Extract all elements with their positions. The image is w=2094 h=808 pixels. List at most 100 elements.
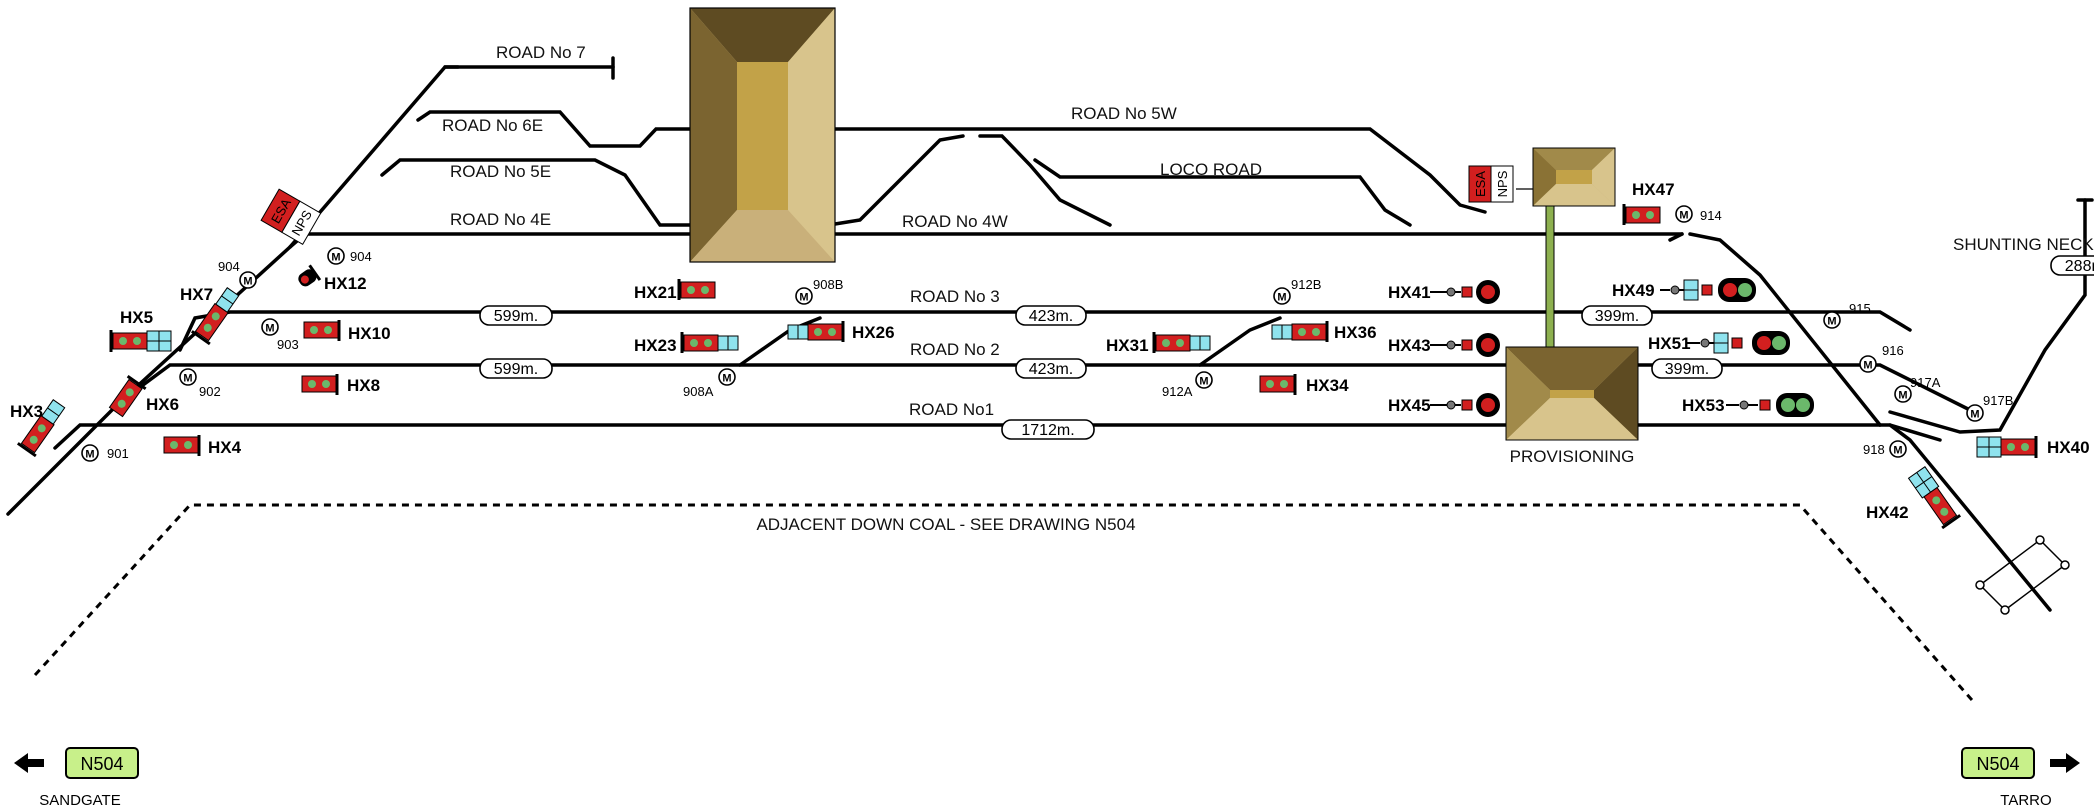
hx51-label: HX51 [1648, 334, 1691, 353]
road-4w-label: ROAD No 4W [902, 212, 1008, 231]
point-motor-904b[interactable] [327, 247, 345, 265]
signal-hx45[interactable] [1430, 393, 1500, 417]
esa-label: ESA [1473, 171, 1488, 197]
signal-hx3[interactable] [16, 397, 68, 458]
point-motor-917a[interactable] [1894, 385, 1912, 403]
esa-nps-board-left: ESA NPS [260, 188, 322, 246]
hx49-label: HX49 [1612, 281, 1655, 300]
point-motor-908b[interactable] [795, 287, 813, 305]
signal-hx5[interactable] [109, 330, 172, 352]
hx4-label: HX4 [208, 438, 242, 457]
point-motor-904a[interactable] [239, 271, 257, 289]
signal-hx12[interactable] [295, 264, 322, 290]
signal-hx31[interactable] [1152, 332, 1211, 353]
point-motor-916[interactable] [1859, 355, 1877, 373]
hx6-label: HX6 [146, 395, 179, 414]
point-motor-912b[interactable] [1273, 287, 1291, 305]
point-915-label: 915 [1849, 301, 1871, 316]
signal-hx10[interactable] [303, 320, 341, 341]
nav-right-ref: N504 [1976, 754, 2019, 774]
point-motor-915[interactable] [1823, 311, 1841, 329]
point-motor-903[interactable] [261, 318, 279, 336]
svg-text:1712m.: 1712m. [1021, 422, 1074, 439]
provisioning-building [1505, 346, 1639, 441]
road-6e-label: ROAD No 6E [442, 116, 543, 135]
hx26-label: HX26 [852, 323, 895, 342]
road-5w-label: ROAD No 5W [1071, 104, 1177, 123]
length-badge-r3-right: 399m. [1581, 305, 1653, 326]
nps-label: NPS [1495, 170, 1510, 197]
hx36-label: HX36 [1334, 323, 1377, 342]
signal-hx8[interactable] [301, 374, 339, 395]
arrow-left-icon [14, 753, 44, 773]
signal-hx36[interactable] [1271, 321, 1329, 342]
hx3-label: HX3 [10, 402, 43, 421]
adjacent-down-coal-label: ADJACENT DOWN COAL - SEE DRAWING N504 [756, 515, 1135, 534]
svg-text:288m.: 288m. [2065, 258, 2094, 275]
point-908a-label: 908A [683, 384, 714, 399]
point-motor-918[interactable] [1889, 440, 1907, 458]
signal-hx42[interactable] [1907, 466, 1962, 530]
signal-hx49[interactable] [1660, 278, 1756, 302]
hx5-label: HX5 [120, 308, 153, 327]
signal-hx53[interactable] [1726, 393, 1814, 417]
hx42-label: HX42 [1866, 503, 1909, 522]
svg-text:599m.: 599m. [494, 361, 538, 378]
point-motor-912a[interactable] [1195, 371, 1213, 389]
nav-left-sandgate[interactable]: N504 SANDGATE [14, 747, 139, 808]
length-badge-r3-left: 599m. [479, 305, 553, 326]
signal-hx47[interactable] [1622, 204, 1661, 225]
signal-hx40[interactable] [1976, 436, 2038, 458]
hx12-label: HX12 [324, 274, 367, 293]
hx31-label: HX31 [1106, 336, 1149, 355]
road-7-label: ROAD No 7 [496, 43, 586, 62]
signal-hx26[interactable] [787, 321, 845, 342]
signal-hx51[interactable] [1686, 331, 1790, 355]
signal-hx21[interactable] [677, 279, 716, 300]
nav-right-tarro[interactable]: N504 TARRO [1961, 747, 2080, 808]
hx43-label: HX43 [1388, 336, 1431, 355]
signal-hx7[interactable] [190, 285, 242, 346]
arrow-right-icon [2050, 753, 2080, 773]
nav-left-name: SANDGATE [39, 792, 120, 808]
svg-text:599m.: 599m. [494, 308, 538, 325]
green-conduit [1545, 205, 1555, 352]
level-crossing [1975, 535, 2070, 615]
signal-hx4[interactable] [163, 435, 201, 456]
provisioning-label: PROVISIONING [1510, 447, 1635, 466]
point-918-label: 918 [1863, 442, 1885, 457]
signal-hx41[interactable] [1430, 280, 1500, 304]
signal-hx6[interactable] [107, 374, 147, 418]
svg-text:399m.: 399m. [1595, 308, 1639, 325]
length-badge-r1: 1712m. [1001, 419, 1095, 440]
signal-hx34[interactable] [1259, 374, 1297, 395]
hx8-label: HX8 [347, 376, 380, 395]
point-motor-914[interactable] [1675, 205, 1693, 223]
point-916-label: 916 [1882, 343, 1904, 358]
point-912b-label: 912B [1291, 277, 1321, 292]
point-motor-901[interactable] [81, 444, 99, 462]
shunting-neck-label: SHUNTING NECK [1953, 235, 2094, 254]
signal-hx43[interactable] [1430, 333, 1500, 357]
point-912a-label: 912A [1162, 384, 1193, 399]
road-3-label: ROAD No 3 [910, 287, 1000, 306]
point-917a-label: 917A [1910, 375, 1941, 390]
point-motor-917b[interactable] [1966, 404, 1984, 422]
point-904a-label: 904 [218, 259, 240, 274]
point-903-label: 903 [277, 337, 299, 352]
signal-hx23[interactable] [680, 332, 739, 353]
hx10-label: HX10 [348, 324, 391, 343]
road-5e-label: ROAD No 5E [450, 162, 551, 181]
hx41-label: HX41 [1388, 283, 1431, 302]
hx40-label: HX40 [2047, 438, 2090, 457]
length-badge-r2-right: 399m. [1651, 358, 1723, 379]
hx53-label: HX53 [1682, 396, 1725, 415]
point-motor-908a[interactable] [718, 368, 736, 386]
hx47-label: HX47 [1632, 180, 1675, 199]
hx34-label: HX34 [1306, 376, 1349, 395]
point-901-label: 901 [107, 446, 129, 461]
length-badge-r2-mid: 423m. [1015, 358, 1087, 379]
length-badge-r3-mid: 423m. [1015, 305, 1087, 326]
point-motor-902[interactable] [179, 368, 197, 386]
